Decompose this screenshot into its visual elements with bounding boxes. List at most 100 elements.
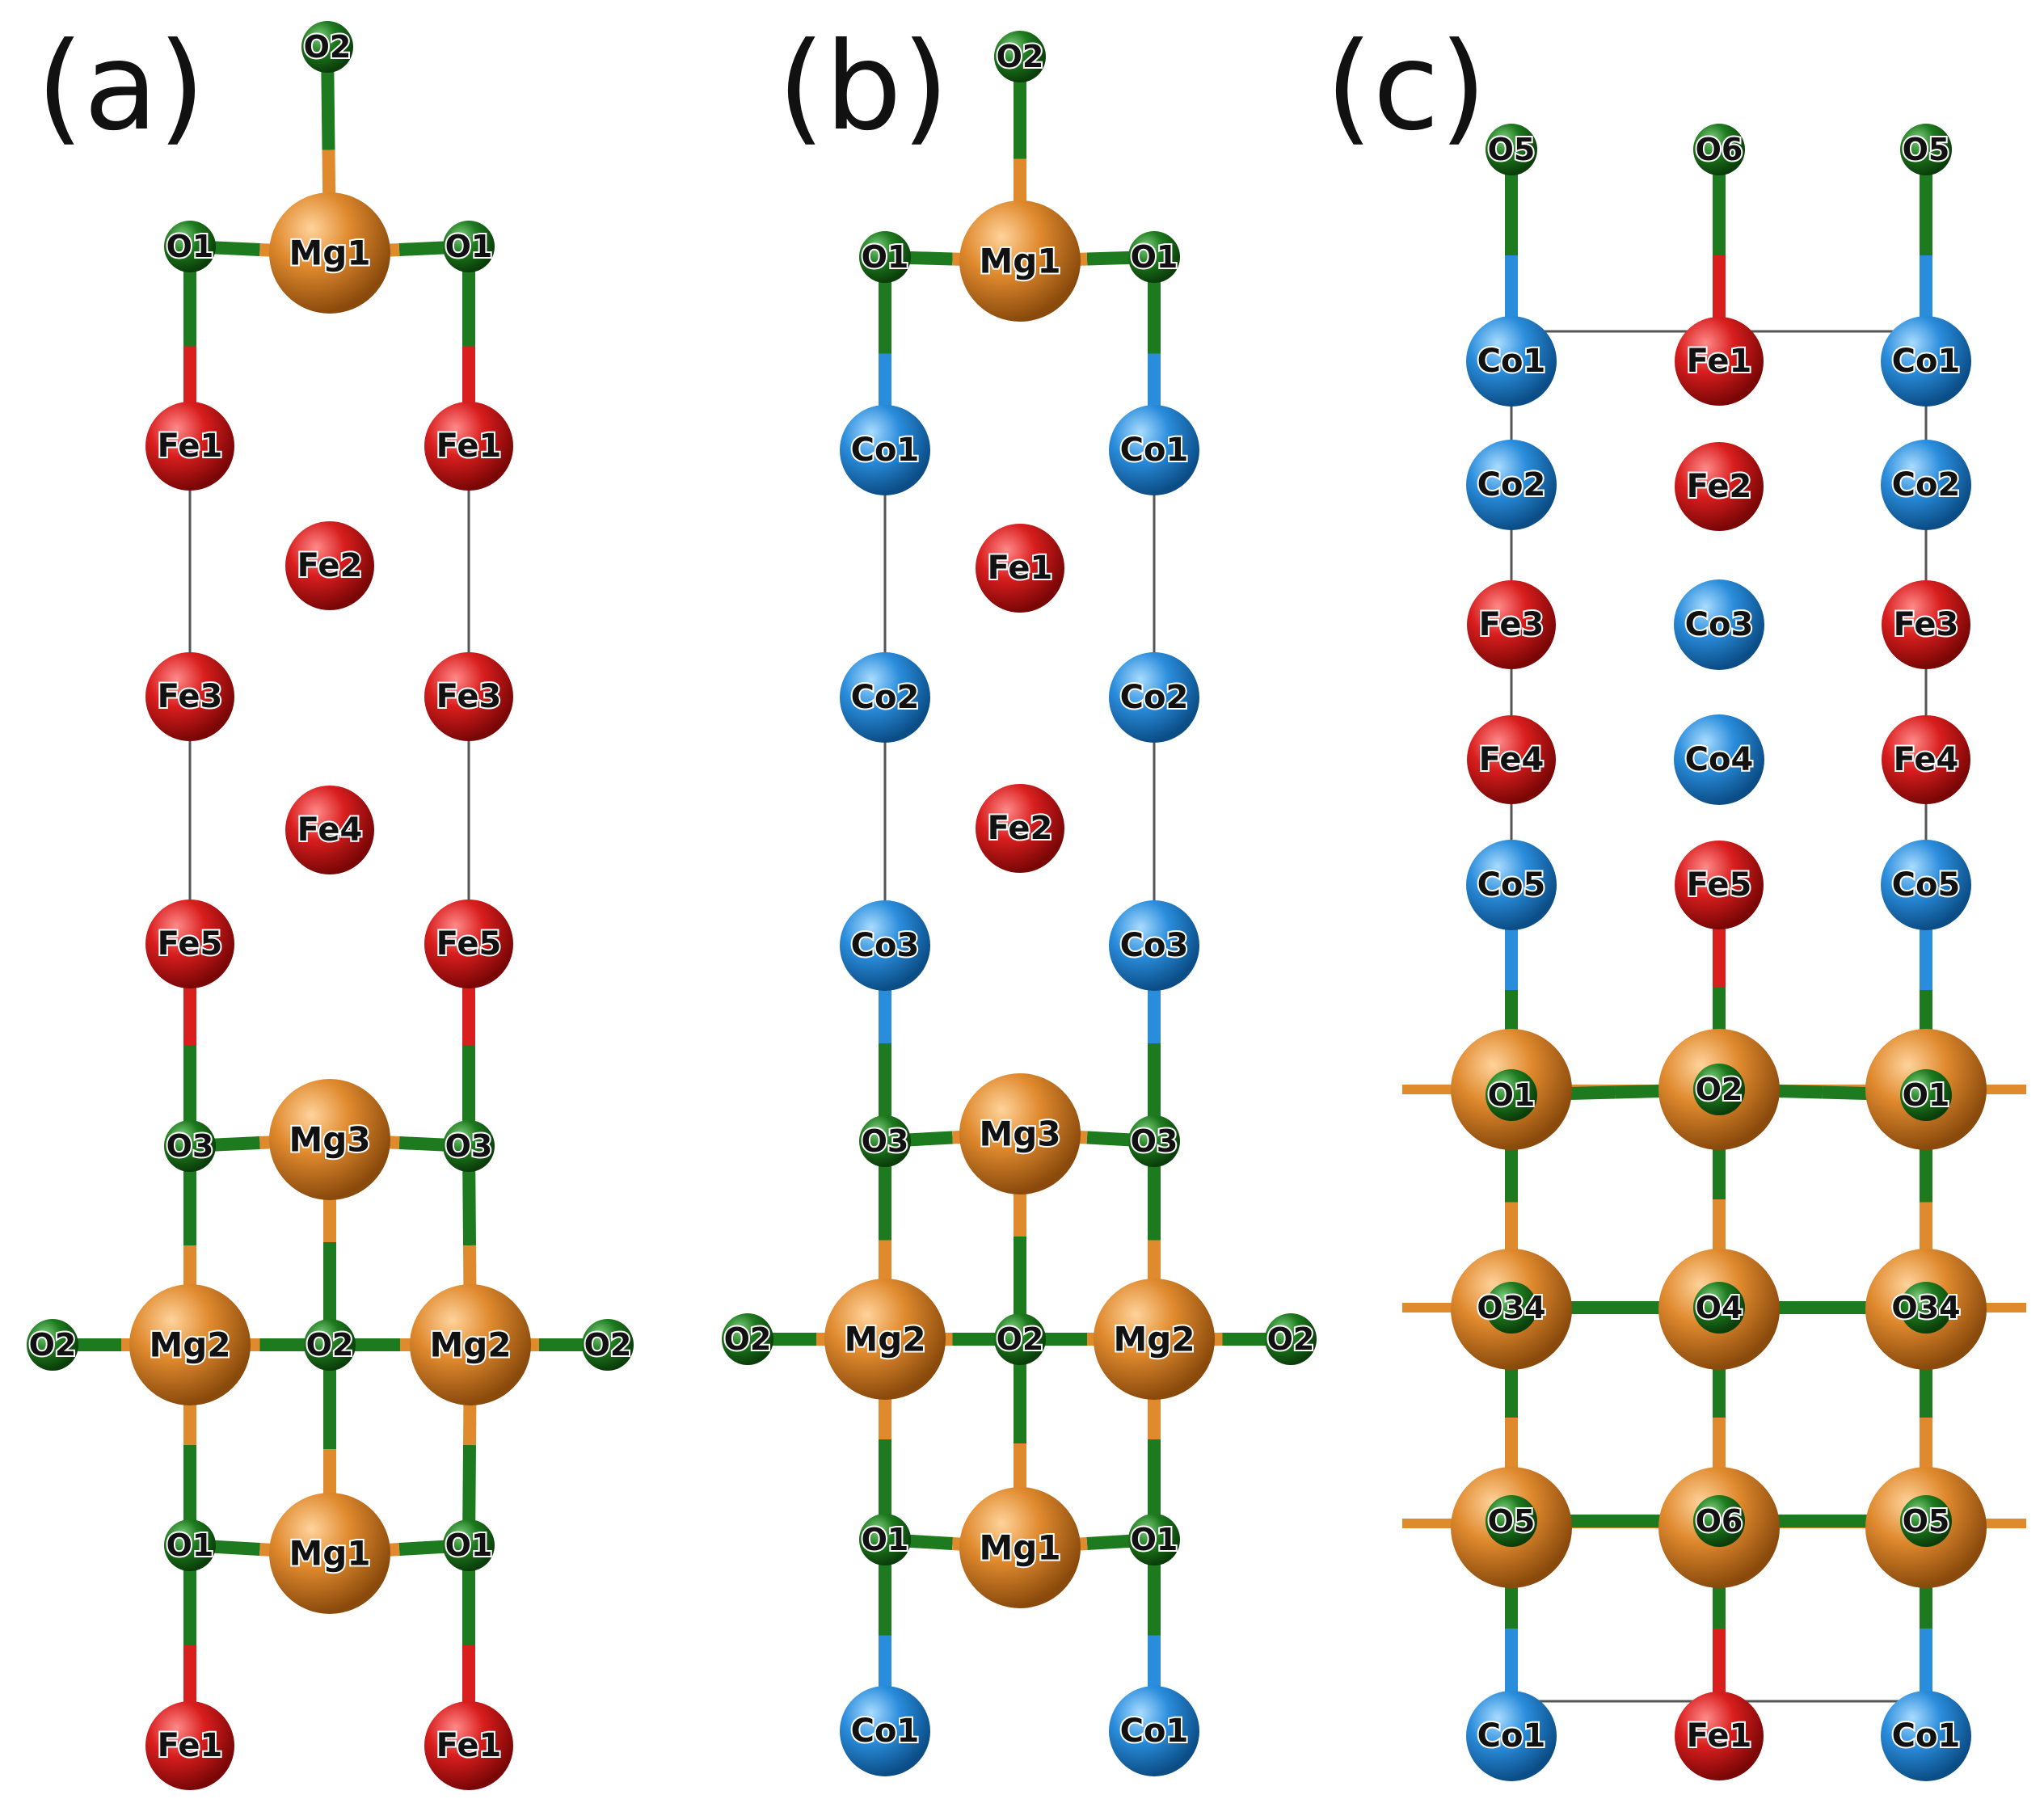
- atom-sphere-fe: [976, 524, 1064, 613]
- atom-sphere-mg: [1094, 1279, 1215, 1400]
- atom-label: O1: [445, 1527, 493, 1563]
- atom-sphere-co: [1674, 579, 1764, 670]
- atom-label: Fe3: [436, 678, 502, 715]
- atom-label: O1: [166, 229, 214, 264]
- atom-label: Co1: [1477, 1717, 1546, 1755]
- atom-label: Fe3: [1894, 606, 1959, 643]
- atom-label: Fe4: [1894, 741, 1959, 778]
- atom-mg1: Mg1: [269, 1493, 390, 1614]
- atom-label: Co2: [1477, 466, 1546, 504]
- atom-label: O2: [306, 1327, 354, 1363]
- atom-o1: O1: [443, 1519, 495, 1571]
- atom-o34: O34: [1890, 1282, 1962, 1334]
- atom-sphere-fe: [285, 786, 374, 874]
- atom-sphere-mg: [269, 1079, 390, 1200]
- atom-label: Fe2: [297, 547, 363, 584]
- atom-label: Fe3: [1479, 606, 1545, 643]
- atom-label: Mg3: [979, 1114, 1060, 1154]
- atom-label: Fe1: [436, 1727, 502, 1764]
- atom-sphere-fe: [145, 652, 234, 741]
- atom-label: O6: [1696, 1503, 1743, 1539]
- atom-sphere-co: [1109, 652, 1199, 743]
- atom-label: O2: [1696, 1072, 1743, 1107]
- atom-fe4: Fe4: [1467, 715, 1556, 804]
- atom-co2: Co2: [1109, 652, 1199, 743]
- atom-sphere-o: [1265, 1313, 1317, 1365]
- atom-sphere-o: [1900, 124, 1952, 175]
- atom-o5: O5: [1486, 124, 1537, 175]
- atom-sphere-co: [1881, 1691, 1971, 1781]
- atom-fe3: Fe3: [145, 652, 234, 741]
- atom-sphere-mg: [129, 1284, 251, 1405]
- atom-o3: O3: [1128, 1115, 1180, 1167]
- atom-o2: O2: [994, 1313, 1046, 1365]
- atom-o6: O6: [1693, 124, 1745, 175]
- atom-label: Mg1: [979, 242, 1060, 281]
- atom-label: O1: [862, 1522, 909, 1557]
- atom-sphere-o: [164, 1519, 216, 1571]
- atom-o6: O6: [1693, 1495, 1745, 1547]
- atom-sphere-fe: [424, 1701, 513, 1790]
- atom-label: Co2: [851, 679, 920, 716]
- atom-sphere-mg: [269, 1493, 390, 1614]
- atom-sphere-o: [1486, 1495, 1537, 1547]
- atom-sphere-co: [1466, 440, 1557, 530]
- atom-co3: Co3: [1674, 579, 1764, 670]
- atom-sphere-fe: [1675, 317, 1764, 406]
- atom-label: O2: [29, 1327, 77, 1363]
- atom-sphere-o: [443, 221, 495, 272]
- atom-sphere-mg: [824, 1279, 946, 1400]
- atom-mg2: Mg2: [1094, 1279, 1215, 1400]
- atom-sphere-fe: [1467, 715, 1556, 804]
- atom-label: Co1: [851, 1713, 920, 1750]
- atom-sphere-o: [1693, 124, 1745, 175]
- unit-cell-lines: [188, 330, 1928, 1703]
- panel-labels: (a)(b)(c): [36, 17, 1487, 158]
- atom-fe4: Fe4: [285, 786, 374, 874]
- atom-sphere-o: [1486, 1069, 1537, 1121]
- atom-sphere-co: [1466, 1691, 1557, 1781]
- atom-label: O5: [1488, 1503, 1536, 1539]
- atom-sphere-co: [1674, 714, 1764, 805]
- atom-sphere-o: [1693, 1282, 1745, 1334]
- atom-sphere-o: [994, 1313, 1046, 1365]
- atom-co1: Co1: [840, 1686, 930, 1776]
- atom-fe2: Fe2: [976, 784, 1064, 873]
- atom-label: Mg2: [844, 1320, 925, 1359]
- panel-label-b: (b): [778, 17, 949, 158]
- atom-label: O5: [1488, 132, 1536, 167]
- atom-co2: Co2: [840, 652, 930, 743]
- atom-sphere-o: [1900, 1282, 1952, 1334]
- atom-label: Fe1: [988, 550, 1053, 587]
- atom-label: Mg1: [979, 1528, 1060, 1568]
- atom-sphere-o: [1128, 231, 1180, 283]
- atom-fe1: Fe1: [145, 1701, 234, 1790]
- atom-o1: O1: [1128, 1514, 1180, 1565]
- atom-mg1: Mg1: [959, 1487, 1081, 1608]
- atom-label: Co1: [1477, 343, 1546, 380]
- atom-sphere-co: [1881, 440, 1971, 530]
- atom-sphere-o: [722, 1313, 773, 1365]
- atom-label: Mg2: [149, 1325, 230, 1365]
- atom-label: Co5: [1477, 866, 1546, 904]
- atom-co3: Co3: [840, 900, 930, 991]
- atom-fe3: Fe3: [1467, 580, 1556, 669]
- atom-label: Mg1: [289, 1534, 370, 1574]
- atom-sphere-fe: [1675, 1692, 1764, 1780]
- atom-fe1: Fe1: [145, 402, 234, 491]
- panel-label-c: (c): [1325, 17, 1487, 158]
- atom-sphere-fe: [1675, 442, 1764, 531]
- atom-label: Co4: [1685, 741, 1754, 778]
- atom-sphere-o: [582, 1319, 634, 1371]
- atom-sphere-o: [1900, 1495, 1952, 1547]
- atom-co1: Co1: [1881, 316, 1971, 407]
- atom-fe1: Fe1: [976, 524, 1064, 613]
- atom-o2: O2: [301, 21, 353, 73]
- atom-label: Fe2: [1687, 468, 1752, 505]
- atom-fe1: Fe1: [1675, 1692, 1764, 1780]
- atom-label: O3: [445, 1128, 493, 1164]
- atom-sphere-co: [1466, 840, 1557, 930]
- atom-o5: O5: [1900, 124, 1952, 175]
- atom-sphere-fe: [285, 521, 374, 610]
